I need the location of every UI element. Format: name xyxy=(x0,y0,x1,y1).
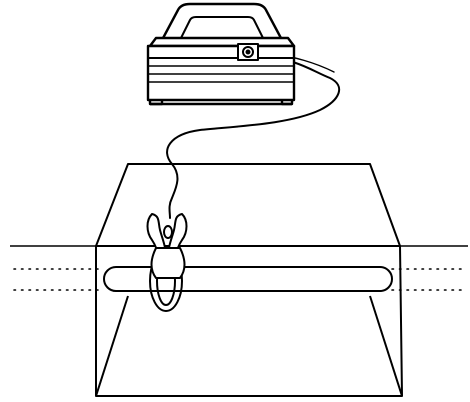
buried-pipe-hidden xyxy=(13,268,467,291)
pit-floor-right xyxy=(369,295,403,397)
clamp-coupler xyxy=(146,213,188,312)
transmitter-handle-inner xyxy=(179,16,265,41)
clamp-body xyxy=(150,247,186,279)
transmitter-unit xyxy=(146,2,296,106)
test-pit xyxy=(95,163,403,397)
transmitter-handle xyxy=(160,2,284,41)
signal-cable xyxy=(166,54,341,219)
pit-floor xyxy=(95,295,129,397)
pipe-exposed xyxy=(103,266,393,292)
clamp-pivot xyxy=(163,225,173,239)
buried-pipe xyxy=(103,266,393,292)
transmitter-body xyxy=(146,44,296,102)
pit-back-edge xyxy=(95,163,401,247)
connector-pin-icon xyxy=(245,49,251,55)
